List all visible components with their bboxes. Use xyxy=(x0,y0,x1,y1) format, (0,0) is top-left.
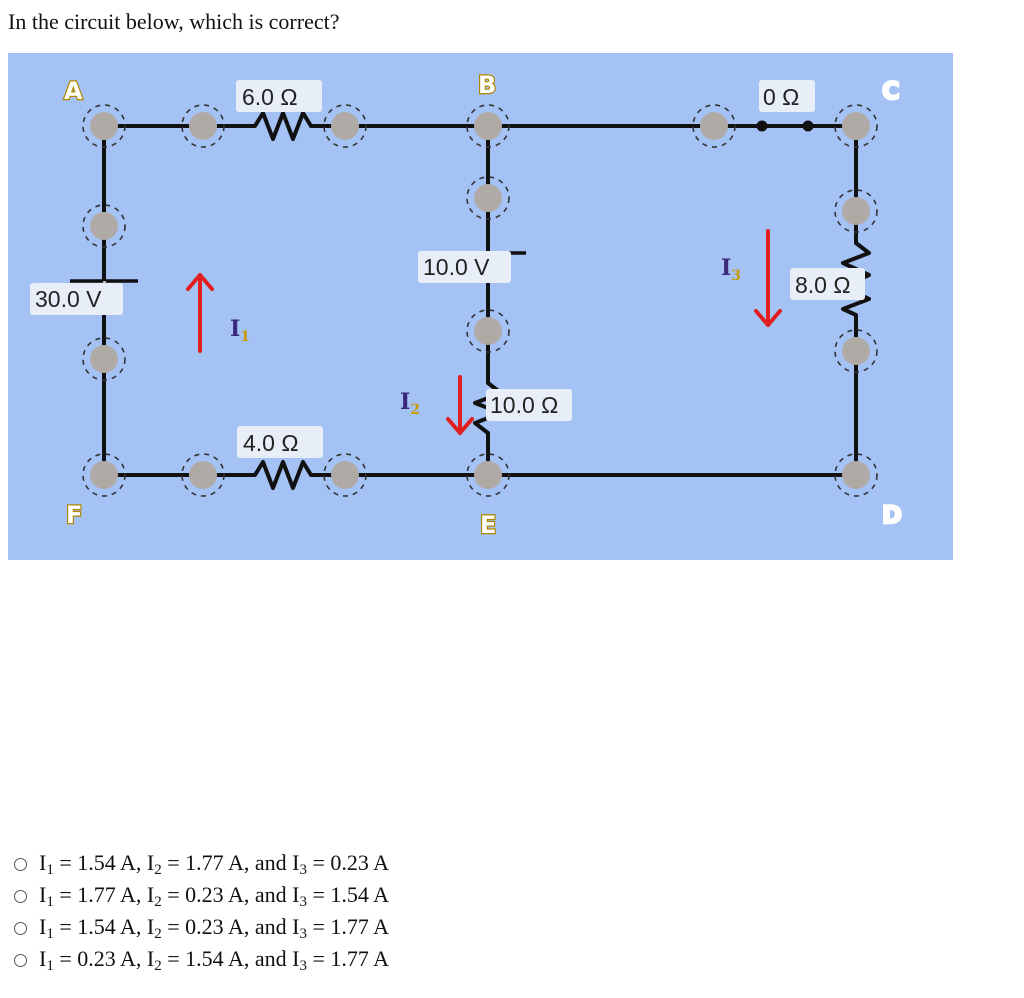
junction-node xyxy=(474,112,502,140)
option-2-text: I1 = 1.77 A, I2 = 0.23 A, and I3 = 1.54 … xyxy=(39,881,390,910)
label-v-be: 10.0 V xyxy=(423,254,490,280)
node-e-letter: E xyxy=(480,511,496,539)
junction-ring xyxy=(82,204,126,248)
junction-ring xyxy=(692,104,736,148)
resistor-fe-zigzag xyxy=(203,460,313,490)
label-bg-v-be xyxy=(418,251,511,283)
junction-ring xyxy=(82,337,126,381)
junction-node xyxy=(331,461,359,489)
label-bg-r-bc xyxy=(759,80,815,112)
label-r-bc: 0 Ω xyxy=(763,84,799,110)
question-text: In the circuit below, which is correct? xyxy=(8,9,340,34)
zero-ohm-dot-left xyxy=(756,120,768,132)
label-v-af: 30.0 V xyxy=(35,286,102,312)
junction-ring xyxy=(82,104,126,148)
radio-option-1[interactable] xyxy=(14,857,27,871)
current-i1-label: I1 xyxy=(230,316,250,345)
junction-ring xyxy=(323,453,367,497)
option-2[interactable]: I1 = 1.77 A, I2 = 0.23 A, and I3 = 1.54 … xyxy=(14,880,389,912)
radio-option-2[interactable] xyxy=(14,889,27,903)
arrow-i1-icon xyxy=(186,273,214,353)
junction-node xyxy=(189,112,217,140)
option-4[interactable]: I1 = 0.23 A, I2 = 1.54 A, and I3 = 1.77 … xyxy=(14,944,389,976)
node-b-letter: B xyxy=(478,71,496,99)
junction-node xyxy=(331,112,359,140)
option-3-text: I1 = 1.54 A, I2 = 0.23 A, and I3 = 1.77 … xyxy=(39,913,390,942)
junction-ring xyxy=(834,189,878,233)
junction-node xyxy=(700,112,728,140)
current-i2-label: I2 xyxy=(400,389,420,418)
circuit-diagram: 6.0 Ω 0 Ω 4.0 Ω 10.0 V 30.0 V 10.0 Ω 8.0… xyxy=(8,53,953,560)
junction-node xyxy=(842,197,870,225)
label-bg-r-cd xyxy=(790,268,865,300)
label-r-cd: 8.0 Ω xyxy=(795,272,851,298)
junction-node xyxy=(90,345,118,373)
node-c-letter: C xyxy=(882,77,900,105)
junction-node xyxy=(90,461,118,489)
junction-ring xyxy=(834,104,878,148)
junction-ring xyxy=(834,329,878,373)
current-i3-label: I3 xyxy=(721,255,741,284)
junction-ring xyxy=(466,309,510,353)
arrow-i3-icon xyxy=(754,229,782,327)
label-r-be: 10.0 Ω xyxy=(490,392,558,418)
label-bg-r-ab xyxy=(236,80,322,112)
junction-node xyxy=(474,184,502,212)
junction-node xyxy=(474,317,502,345)
junction-node xyxy=(189,461,217,489)
label-bg-r-fe xyxy=(237,426,323,458)
junction-node xyxy=(842,112,870,140)
node-a-letter: A xyxy=(64,77,83,105)
node-f-letter: F xyxy=(66,501,82,529)
junction-ring xyxy=(466,453,510,497)
label-r-ab: 6.0 Ω xyxy=(242,84,298,110)
junction-group xyxy=(82,104,878,497)
radio-option-3[interactable] xyxy=(14,921,27,935)
arrow-i2-icon xyxy=(446,375,474,435)
junction-ring xyxy=(466,176,510,220)
junction-node xyxy=(474,461,502,489)
junction-ring xyxy=(323,104,367,148)
option-1[interactable]: I1 = 1.54 A, I2 = 1.77 A, and I3 = 0.23 … xyxy=(14,848,389,880)
junction-node xyxy=(90,212,118,240)
option-1-text: I1 = 1.54 A, I2 = 1.77 A, and I3 = 0.23 … xyxy=(39,849,390,878)
junction-node xyxy=(842,337,870,365)
junction-ring xyxy=(82,453,126,497)
radio-option-4[interactable] xyxy=(14,953,27,967)
node-d-letter: D xyxy=(882,501,902,529)
junction-ring xyxy=(834,453,878,497)
zero-ohm-dot-right xyxy=(802,120,814,132)
junction-node xyxy=(90,112,118,140)
junction-node xyxy=(842,461,870,489)
resistor-ab-zigzag xyxy=(203,111,313,141)
answer-options: I1 = 1.54 A, I2 = 1.77 A, and I3 = 0.23 … xyxy=(14,848,389,976)
label-bg-r-be xyxy=(486,389,572,421)
option-4-text: I1 = 0.23 A, I2 = 1.54 A, and I3 = 1.77 … xyxy=(39,945,390,974)
label-bg-v-af xyxy=(30,283,123,315)
junction-ring xyxy=(181,104,225,148)
junction-ring xyxy=(181,453,225,497)
junction-ring xyxy=(466,104,510,148)
option-3[interactable]: I1 = 1.54 A, I2 = 0.23 A, and I3 = 1.77 … xyxy=(14,912,389,944)
label-r-fe: 4.0 Ω xyxy=(243,430,299,456)
